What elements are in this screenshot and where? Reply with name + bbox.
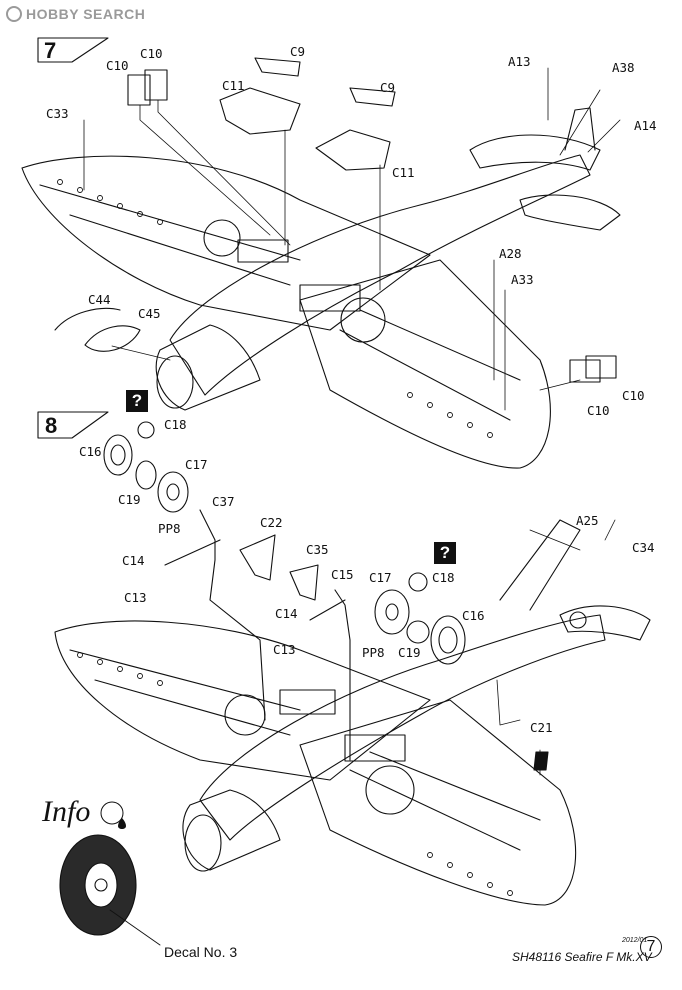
- part-label: C10: [106, 58, 129, 73]
- unknown-part-marker: ?: [126, 390, 148, 412]
- fuselage-outline: [169, 154, 591, 396]
- hobby-search-watermark: HOBBY SEARCH: [6, 6, 145, 22]
- part-label: C21: [530, 720, 553, 735]
- part-label: C35: [306, 542, 329, 557]
- part-label: C10: [140, 46, 163, 61]
- step8-box: [37, 411, 109, 439]
- part-label: A28: [499, 246, 522, 261]
- step-number-7: 7: [44, 38, 57, 63]
- part-label: C11: [392, 165, 415, 180]
- step7-box: [37, 37, 109, 63]
- part-label: A33: [511, 272, 534, 287]
- part-label: C15: [331, 567, 354, 582]
- part-label: A25: [576, 513, 599, 528]
- decal-note: Decal No. 3: [164, 944, 238, 960]
- fuselage-outline-8: [199, 614, 606, 841]
- part-label: C14: [275, 606, 298, 621]
- watermark-logo-icon: [6, 6, 22, 22]
- part-label: C16: [79, 444, 102, 459]
- paint-drop-icon: [100, 801, 126, 829]
- part-label: C34: [632, 540, 655, 555]
- step7-aircraft-drawing: [21, 37, 621, 469]
- info-wheel-illustration: [59, 834, 161, 946]
- page-number: 7: [640, 936, 662, 958]
- part-label: C22: [260, 515, 283, 530]
- nose-outline: [155, 324, 261, 411]
- part-label: C18: [432, 570, 455, 585]
- part-label: C18: [164, 417, 187, 432]
- part-label: C11: [222, 78, 245, 93]
- part-label: C10: [587, 403, 610, 418]
- tail-strut: [499, 519, 581, 611]
- step-number-8: 8: [45, 413, 58, 438]
- kit-title: SH48116 Seafire F Mk.XV: [512, 950, 652, 964]
- part-label: C44: [88, 292, 111, 307]
- left-wing-outline: [21, 155, 431, 331]
- left-wing-outline-8: [54, 620, 431, 781]
- part-label: PP8: [362, 645, 385, 660]
- part-label: C13: [124, 590, 147, 605]
- part-label: C33: [46, 106, 69, 121]
- watermark-text: HOBBY SEARCH: [26, 6, 146, 22]
- part-label: C9: [290, 44, 306, 59]
- step8-aircraft-drawing: [37, 411, 651, 906]
- part-label: C16: [462, 608, 485, 623]
- part-label: C17: [369, 570, 392, 585]
- right-wing-outline: [299, 259, 551, 469]
- part-label: C37: [212, 494, 235, 509]
- right-wing-outline-8: [299, 699, 577, 906]
- part-label: C17: [185, 457, 208, 472]
- part-label: C45: [138, 306, 161, 321]
- tailplane-upper: [469, 134, 601, 171]
- part-label: A38: [612, 60, 635, 75]
- part-label: A14: [634, 118, 657, 133]
- part-label: C14: [122, 553, 145, 568]
- part-label: PP8: [158, 521, 181, 536]
- part-label: C9: [380, 80, 396, 95]
- part-label: C19: [398, 645, 421, 660]
- tailplane-lower: [519, 194, 621, 231]
- part-label: A13: [508, 54, 531, 69]
- part-label: C13: [273, 642, 296, 657]
- unknown-part-marker: ?: [434, 542, 456, 564]
- part-label: C10: [622, 388, 645, 403]
- part-label: C19: [118, 492, 141, 507]
- info-heading: Info: [42, 795, 91, 828]
- revision-date: 2012/01: [622, 937, 648, 944]
